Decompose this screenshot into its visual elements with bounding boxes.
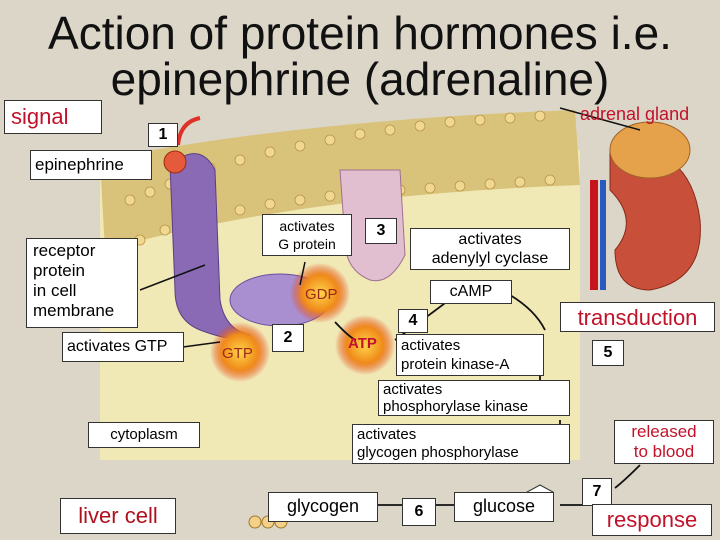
gdp-burst: [290, 263, 350, 323]
activates-glycogen-phosphorylase-label: activates glycogen phosphorylase: [352, 424, 570, 464]
signal-label: signal: [4, 100, 102, 134]
atp-burst: [335, 315, 395, 375]
epinephrine-molecule: [163, 150, 187, 174]
step-4-number: 4: [398, 309, 428, 333]
activates-gtp-label: activates GTP: [62, 332, 184, 362]
adrenal-gland-shape: [609, 121, 691, 179]
activates-pka-label: activates protein kinase-A: [396, 334, 544, 376]
cytoplasm-label: cytoplasm: [88, 422, 200, 448]
gtp-burst: [210, 322, 270, 382]
epinephrine-label: epinephrine: [30, 150, 152, 180]
transduction-label: transduction: [560, 302, 715, 332]
page-title-line1: Action of protein hormones i.e.: [48, 7, 672, 59]
gdp-label: GDP: [305, 286, 338, 303]
step-7-number: 7: [582, 478, 612, 506]
step-2-number: 2: [272, 324, 304, 352]
glucose-label: glucose: [454, 492, 554, 522]
adrenal-gland-label: adrenal gland: [580, 104, 690, 124]
gtp-label: GTP: [222, 345, 253, 362]
activates-phosphorylase-kinase-label: activates phosphorylase kinase: [378, 380, 570, 416]
glycogen-label: glycogen: [268, 492, 378, 522]
receptor-protein-label: receptor protein in cell membrane: [26, 238, 138, 328]
camp-label: cAMP: [430, 280, 512, 304]
step-3-number: 3: [365, 218, 397, 244]
signal-arrow: [176, 116, 201, 146]
step-5-number: 5: [592, 340, 624, 366]
page-title-line2: epinephrine (adrenaline): [110, 53, 610, 105]
blood-vessel: [590, 180, 598, 290]
activates-g-protein-label: activates G protein: [262, 214, 352, 256]
atp-label: ATP: [348, 335, 377, 352]
liver-cell-label: liver cell: [60, 498, 176, 534]
activates-adenylyl-cyclase-label: activates adenylyl cyclase: [410, 228, 570, 270]
step-1-number: 1: [148, 123, 178, 147]
response-label: response: [592, 504, 712, 536]
blood-vessel-vein: [600, 180, 606, 290]
cell-membrane: [100, 110, 580, 250]
released-to-blood-label: released to blood: [614, 420, 714, 464]
step-6-number: 6: [402, 498, 436, 526]
